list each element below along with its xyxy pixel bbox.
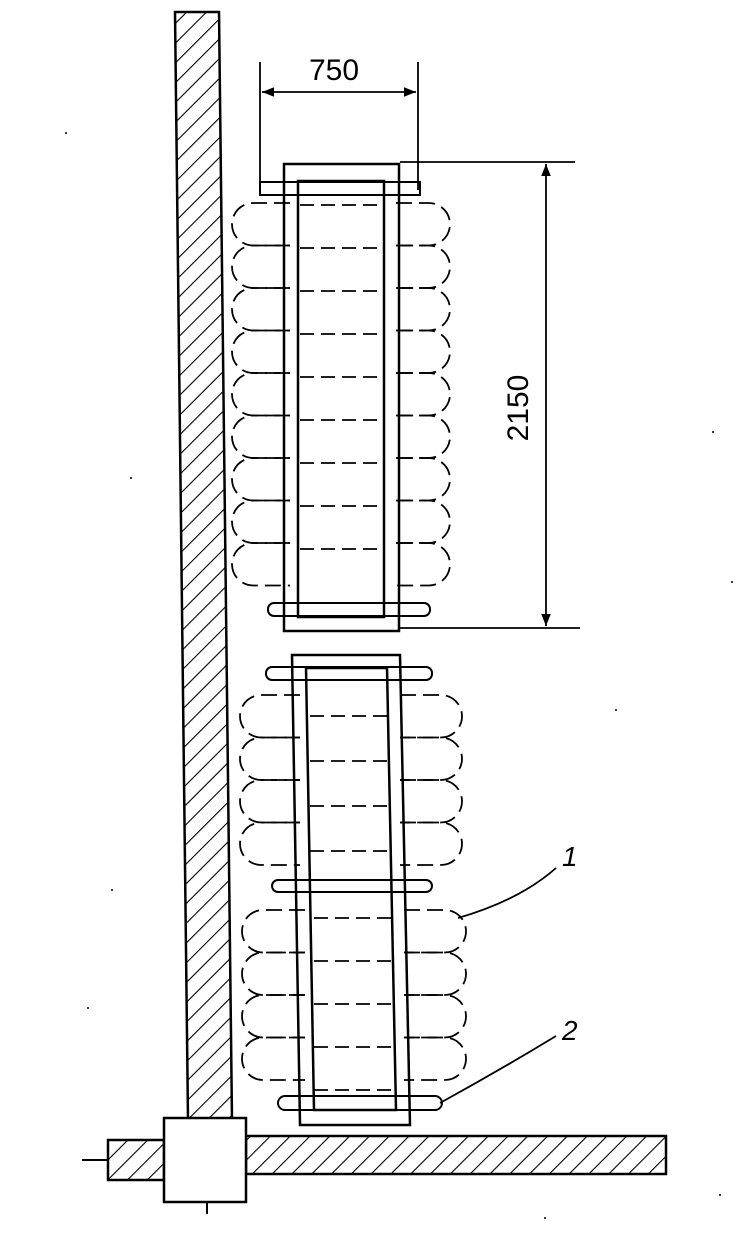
- top-rack: [231, 162, 451, 633]
- bottom-rack-left-seat: [239, 694, 300, 739]
- bottom-rack-left-seat: [239, 736, 300, 781]
- top-rack-seats: [231, 202, 451, 587]
- bottom-rack-inner-frame: [304, 666, 398, 1112]
- top-rack-left-seat: [231, 372, 290, 417]
- top-rack-right-seat: [396, 244, 451, 289]
- top-rack-right-seat: [396, 542, 451, 587]
- bottom-rack: [239, 653, 467, 1127]
- corner-column: [162, 1116, 248, 1214]
- top-rack-left-seat: [231, 457, 290, 502]
- bottom-rack-right-seat: [404, 1036, 467, 1081]
- top-rack-right-seat: [396, 499, 451, 544]
- top-rack-right-seat: [396, 414, 451, 459]
- top-rack-end-bar-bottom: [267, 602, 431, 617]
- top-rack-left-seat: [231, 202, 290, 247]
- top-rack-slats: [300, 204, 384, 550]
- callout-1-label: 1: [562, 841, 578, 872]
- top-rack-outer-frame: [282, 162, 401, 633]
- bottom-rack-left-seat: [241, 1036, 305, 1081]
- top-rack-left-seat: [231, 542, 290, 587]
- top-rack-right-seat: [396, 372, 451, 417]
- bottom-rack-right-seat: [404, 994, 467, 1039]
- top-rack-inner-frame: [296, 179, 386, 619]
- bottom-rack-slats: [310, 715, 396, 1091]
- top-rack-right-seat: [396, 287, 451, 332]
- callout-1: 1: [457, 841, 578, 919]
- bottom-rack-right-seat: [404, 951, 467, 996]
- bottom-rack-left-seat: [241, 994, 305, 1039]
- width-dimension-label: 750: [309, 54, 359, 87]
- bottom-rack-left-seat: [239, 821, 300, 866]
- top-rack-left-seat: [231, 244, 290, 289]
- bottom-rack-right-seat: [400, 779, 463, 824]
- bottom-rack-left-seat: [241, 951, 305, 996]
- bottom-rack-left-seat: [239, 779, 300, 824]
- bottom-rack-seats: [239, 694, 467, 1081]
- vertical-wall: [173, 10, 234, 1122]
- top-rack-left-seat: [231, 499, 290, 544]
- bottom-rack-outer-frame: [290, 653, 412, 1127]
- top-rack-left-seat: [231, 329, 290, 374]
- top-rack-right-seat: [396, 329, 451, 374]
- scan-speckles: [65, 132, 733, 1219]
- bottom-rack-end-bar-bottom: [277, 1095, 443, 1111]
- bottom-rack-right-seat: [400, 821, 463, 866]
- top-rack-right-seat: [396, 457, 451, 502]
- horizontal-wall: [82, 1134, 668, 1182]
- bottom-rack-right-seat: [404, 909, 467, 954]
- callout-2: 2: [439, 1015, 578, 1104]
- length-dimension-label: 2150: [502, 375, 535, 442]
- length-dimension: 2150: [400, 161, 580, 629]
- callout-2-label: 2: [561, 1015, 578, 1046]
- bottom-rack-right-seat: [400, 694, 463, 739]
- top-rack-right-seat: [396, 202, 451, 247]
- bottom-rack-right-seat: [400, 736, 463, 781]
- top-rack-left-seat: [231, 287, 290, 332]
- width-dimension: 750: [259, 54, 419, 190]
- top-rack-left-seat: [231, 414, 290, 459]
- bottom-rack-left-seat: [241, 909, 305, 954]
